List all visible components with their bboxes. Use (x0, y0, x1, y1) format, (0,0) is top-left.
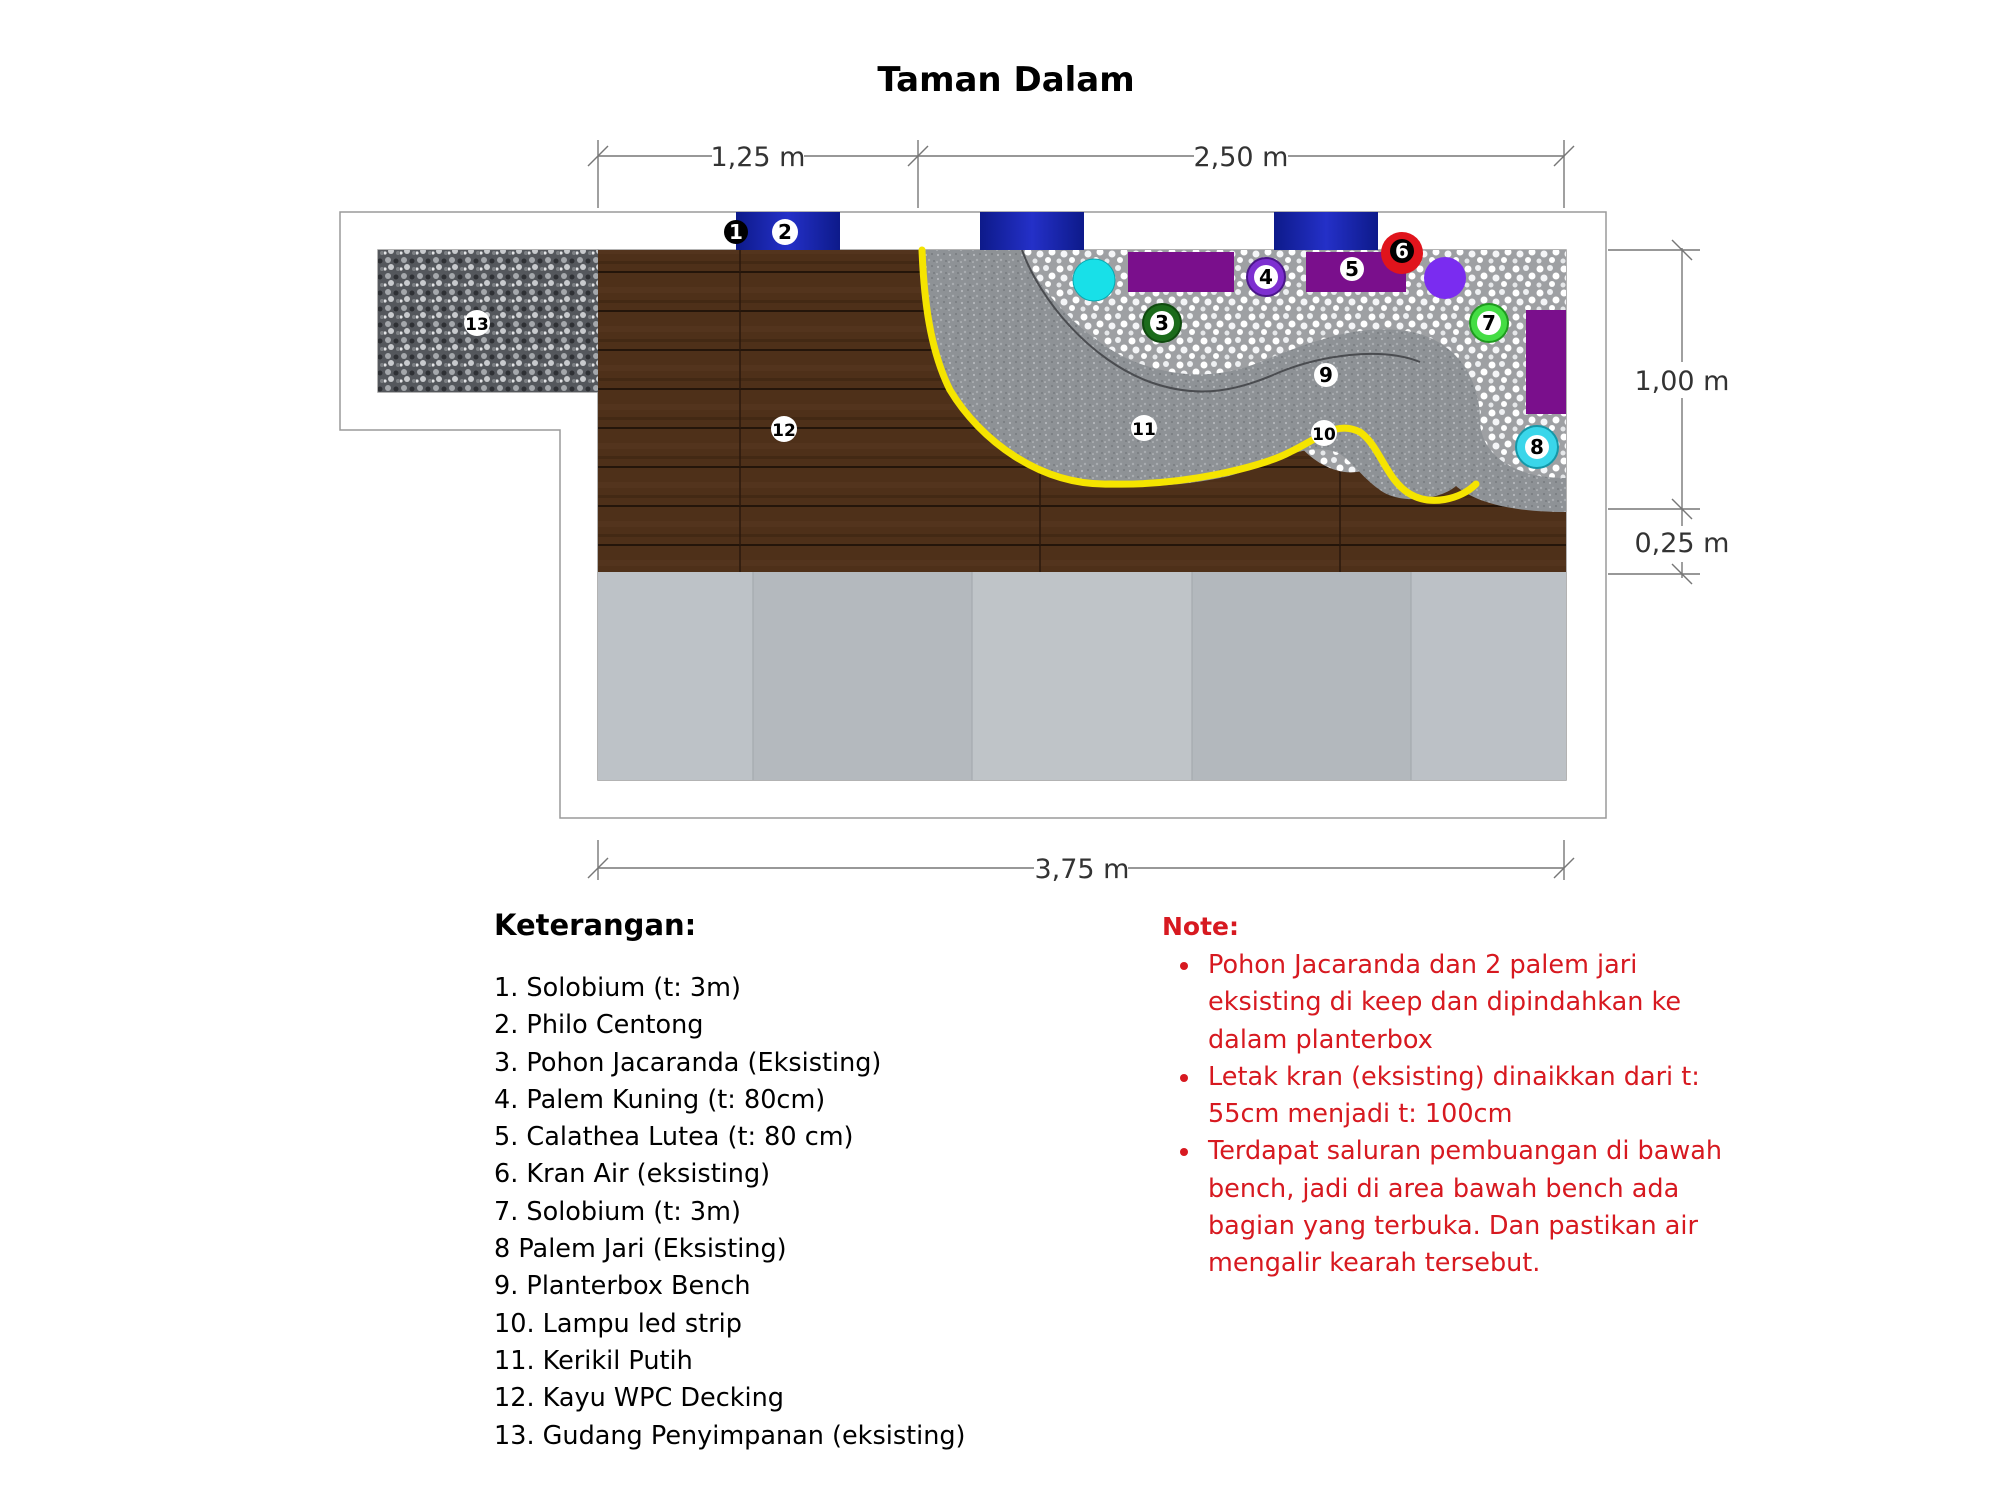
marker-4: 4 (1254, 265, 1278, 289)
planterbox-bench (922, 250, 1566, 512)
svg-text:1: 1 (729, 220, 743, 244)
marker-7: 7 (1477, 311, 1501, 335)
marker-6: 6 (1390, 239, 1414, 263)
marker-1: 1 (724, 220, 748, 244)
led-strip (918, 246, 1480, 504)
page-title: Taman Dalam (877, 60, 1134, 100)
dim-right-upper: 1,00 m (1634, 366, 1729, 397)
svg-text:4: 4 (1259, 265, 1273, 289)
legend-item: 2. Philo Centong (494, 1010, 704, 1041)
note-item: Letak kran (eksisting) dinaikkan dari t:… (1180, 1059, 1722, 1134)
blue-planters (736, 212, 1378, 250)
dim-top-left: 1,25 m (710, 142, 805, 173)
dim-top-right: 2,50 m (1193, 142, 1288, 173)
svg-text:3: 3 (1155, 311, 1169, 335)
svg-text:2: 2 (778, 220, 792, 244)
bench-edge (1021, 249, 1421, 393)
cyan-plant-icon (1072, 258, 1116, 302)
legend-item: 7. Solobium (t: 3m) (494, 1196, 741, 1227)
legend-item: 12. Kayu WPC Decking (494, 1383, 784, 1414)
legend: Keterangan: 1. Solobium (t: 3m) 2. Philo… (494, 908, 1054, 1455)
note-list: Pohon Jacaranda dan 2 palem jari eksisti… (1162, 947, 1722, 1283)
legend-item: 9. Planterbox Bench (494, 1271, 751, 1302)
note-item: Terdapat saluran pembuangan di bawah ben… (1180, 1133, 1722, 1282)
marker-5: 5 (1340, 257, 1364, 281)
marker-8: 8 (1525, 435, 1549, 459)
svg-text:8: 8 (1530, 435, 1544, 459)
dim-right-lower: 0,25 m (1634, 528, 1729, 559)
legend-item: 5. Calathea Lutea (t: 80 cm) (494, 1122, 854, 1153)
svg-text:12: 12 (772, 421, 796, 441)
legend-heading: Keterangan: (494, 908, 697, 942)
note: Note: Pohon Jacaranda dan 2 palem jari e… (1162, 912, 1722, 1283)
legend-item: 13. Gudang Penyimpanan (eksisting) (494, 1420, 966, 1451)
marker-11: 11 (1131, 415, 1157, 441)
dim-bottom: 3,75 m (1034, 854, 1129, 885)
svg-text:9: 9 (1319, 363, 1333, 387)
marker-12: 12 (771, 416, 797, 442)
marker-13: 13 (464, 310, 490, 336)
legend-item: 8 Palem Jari (Eksisting) (494, 1234, 787, 1265)
note-item: Pohon Jacaranda dan 2 palem jari eksisti… (1180, 947, 1722, 1059)
legend-item: 11. Kerikil Putih (494, 1345, 693, 1376)
svg-text:10: 10 (1312, 425, 1336, 445)
svg-text:5: 5 (1345, 257, 1359, 281)
marker-3: 3 (1150, 311, 1174, 335)
marker-10: 10 (1311, 420, 1337, 446)
note-heading: Note: (1162, 912, 1240, 941)
floor-tiles (598, 572, 1566, 780)
svg-text:13: 13 (465, 315, 489, 335)
svg-text:6: 6 (1395, 239, 1409, 263)
marker-9: 9 (1314, 363, 1338, 387)
violet-plant-icon (1424, 257, 1466, 299)
svg-text:11: 11 (1132, 420, 1156, 440)
marker-2: 2 (772, 219, 798, 245)
legend-item: 6. Kran Air (eksisting) (494, 1159, 771, 1190)
legend-item: 1. Solobium (t: 3m) (494, 973, 741, 1003)
svg-text:7: 7 (1482, 311, 1496, 335)
legend-list: 1. Solobium (t: 3m) 2. Philo Centong 3. … (494, 970, 1054, 1455)
legend-item: 10. Lampu led strip (494, 1308, 742, 1339)
legend-item: 3. Pohon Jacaranda (Eksisting) (494, 1047, 882, 1078)
legend-item: 4. Palem Kuning (t: 80cm) (494, 1084, 826, 1115)
